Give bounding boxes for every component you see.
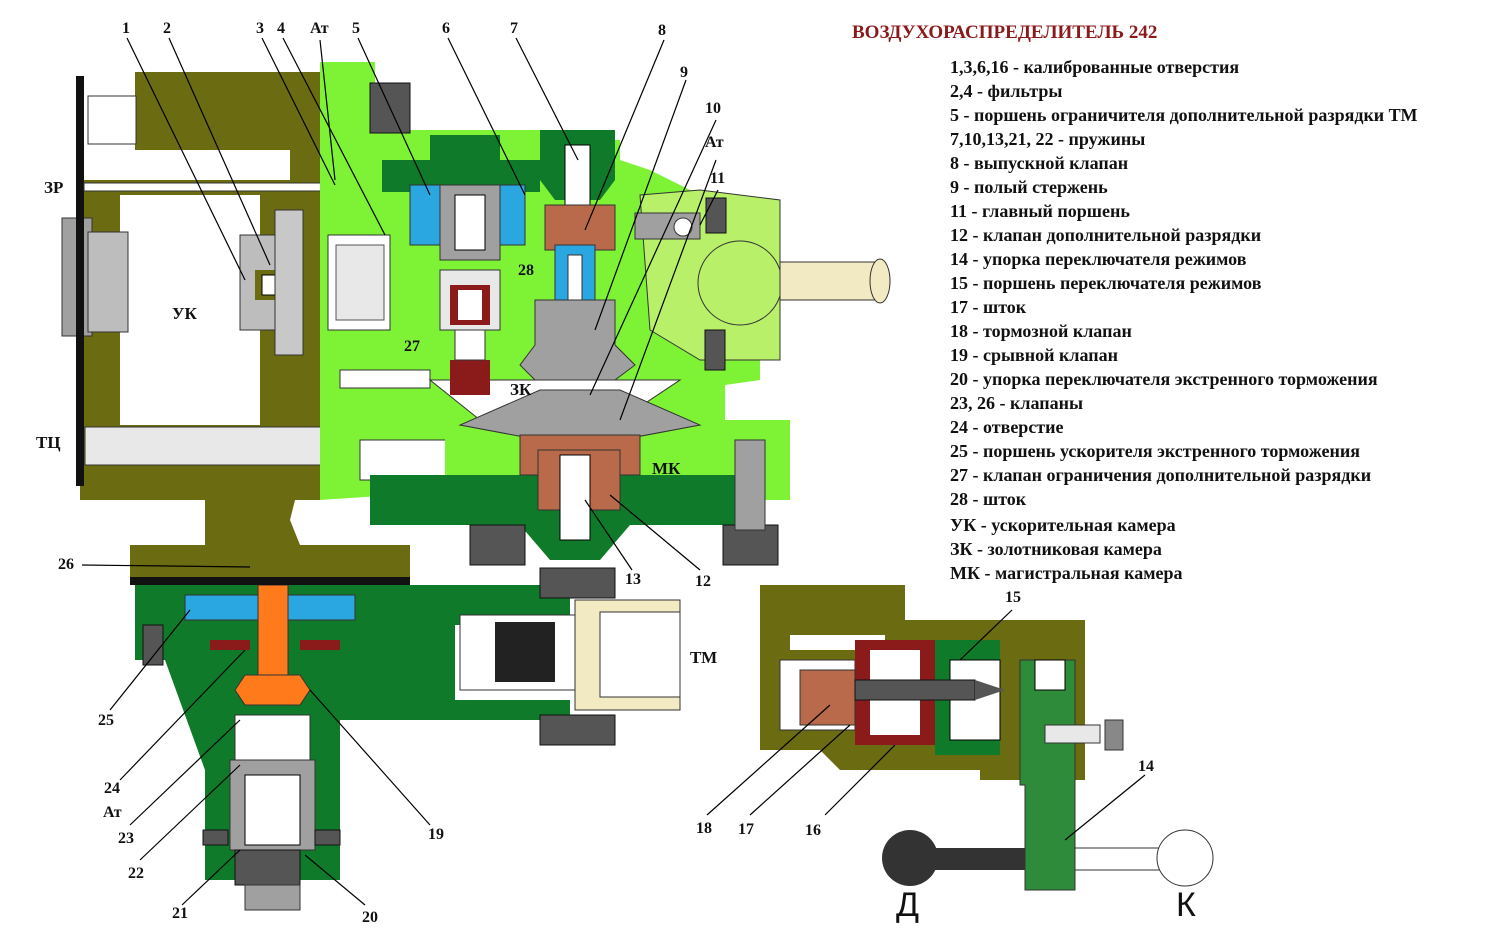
callout-at-top: Ат xyxy=(310,20,329,37)
callout-19: 19 xyxy=(428,826,444,843)
leader-lines xyxy=(81,37,1146,906)
callout-5: 5 xyxy=(352,20,360,37)
main-body xyxy=(61,72,410,580)
callout-1: 1 xyxy=(122,20,130,37)
callout-18: 18 xyxy=(696,820,712,837)
mode-d-label: Д xyxy=(896,886,920,924)
label-mk: МК xyxy=(652,459,681,478)
callout-23: 23 xyxy=(118,830,134,847)
legend-item: ЗК - золотниковая камера xyxy=(950,539,1162,559)
callout-11: 11 xyxy=(710,170,726,187)
callout-13: 13 xyxy=(625,571,641,588)
legend-item: 20 - упорка переключателя экстренного то… xyxy=(950,369,1378,389)
legend-item: МК - магистральная камера xyxy=(950,563,1183,583)
tm-pipe xyxy=(459,567,681,746)
callout-27: 27 xyxy=(404,338,420,355)
legend-item: 27 - клапан ограничения дополнительной р… xyxy=(950,465,1372,485)
legend-item: 9 - полый стержень xyxy=(950,177,1108,197)
legend-item: 14 - упорка переключателя режимов xyxy=(950,249,1247,269)
callout-2: 2 xyxy=(163,20,171,37)
callout-7: 7 xyxy=(510,20,518,37)
legend-item: 5 - поршень ограничителя дополнительной … xyxy=(950,105,1418,125)
mode-switch xyxy=(760,585,1214,891)
callout-20: 20 xyxy=(362,909,378,926)
callout-14: 14 xyxy=(1138,758,1154,775)
uk-chamber xyxy=(120,195,260,425)
legend-item: 1,3,6,16 - калиброванные отверстия xyxy=(950,57,1240,77)
label-tm: ТМ xyxy=(690,648,718,667)
callout-8: 8 xyxy=(658,22,666,39)
callout-22: 22 xyxy=(128,865,144,882)
callout-10: 10 xyxy=(705,100,721,117)
mk-chamber xyxy=(370,389,779,566)
legend-item: 24 - отверстие xyxy=(950,417,1064,437)
callout-12: 12 xyxy=(695,573,711,590)
callout-9: 9 xyxy=(680,64,688,81)
legend-item: УК - ускорительная камера xyxy=(950,515,1176,535)
legend-item: 7,10,13,21, 22 - пружины xyxy=(950,129,1146,149)
limiter-valve-assembly xyxy=(382,135,540,395)
main-piston-housing xyxy=(634,189,891,371)
legend-item: 12 - клапан дополнительной разрядки xyxy=(950,225,1262,245)
diagram-title: ВОЗДУХОРАСПРЕДЕЛИТЕЛЬ 242 xyxy=(852,22,1158,43)
legend-item: 17 - шток xyxy=(950,297,1027,317)
callout-25: 25 xyxy=(98,712,114,729)
top-port-window xyxy=(87,95,137,145)
callout-4: 4 xyxy=(277,20,285,37)
legend-item: 25 - поршень ускорителя экстренного торм… xyxy=(950,441,1360,461)
legend: 1,3,6,16 - калиброванные отверстия 2,4 -… xyxy=(950,55,1417,585)
label-uk: УК xyxy=(172,304,197,323)
callout-28: 28 xyxy=(518,262,534,279)
callout-at-right: Ат xyxy=(705,134,724,151)
callout-16: 16 xyxy=(805,822,821,839)
callout-24: 24 xyxy=(104,780,120,797)
emergency-accelerator xyxy=(130,577,570,911)
callout-21: 21 xyxy=(172,905,188,922)
legend-item: 23, 26 - клапаны xyxy=(950,393,1084,413)
legend-item: 8 - выпускной клапан xyxy=(950,153,1129,173)
callout-at-bottom: Ат xyxy=(103,804,122,821)
callout-15: 15 xyxy=(1005,589,1021,606)
label-zk: ЗК xyxy=(510,380,532,399)
legend-item: 11 - главный поршень xyxy=(950,201,1130,221)
callout-17: 17 xyxy=(738,821,754,838)
legend-item: 18 - тормозной клапан xyxy=(950,321,1132,341)
legend-item: 28 - шток xyxy=(950,489,1027,509)
callout-3: 3 xyxy=(256,20,264,37)
legend-item: 19 - срывной клапан xyxy=(950,345,1118,365)
legend-item: 2,4 - фильтры xyxy=(950,81,1063,101)
mode-k-label: К xyxy=(1176,886,1196,924)
label-zr: ЗР xyxy=(44,178,64,197)
callout-26: 26 xyxy=(58,556,74,573)
callout-6: 6 xyxy=(442,20,450,37)
legend-item: 15 - поршень переключателя режимов xyxy=(950,273,1262,293)
label-tc: ТЦ xyxy=(36,433,61,452)
filter-housing xyxy=(239,209,304,356)
